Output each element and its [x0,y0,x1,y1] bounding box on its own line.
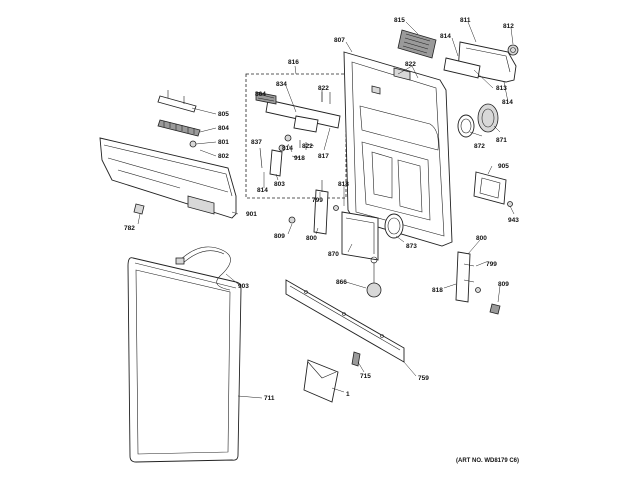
callout-812: 812 [503,23,514,30]
callout-805: 805 [218,111,229,118]
callout-799: 799 [312,197,323,204]
callout-labels: 815 811 812 807 814 816 822 813 834 814 … [124,17,519,402]
callout-901: 901 [246,211,257,218]
foot-809-right [489,303,501,315]
literature-packet [303,359,339,403]
callout-809: 809 [498,281,509,288]
callout-809: 809 [274,233,285,240]
keypad-strip [157,119,201,137]
callout-782: 782 [124,225,135,232]
callout-800: 800 [306,235,317,242]
foot-809-left [288,216,296,224]
callout-815: 815 [394,17,405,24]
callout-822: 822 [405,61,416,68]
callout-814: 814 [282,145,293,152]
callout-834: 834 [276,81,287,88]
dispenser-cap [507,44,519,56]
callout-943: 943 [508,217,519,224]
inner-door-panel [343,51,453,247]
rinse-aid-cap [477,103,499,133]
callout-871: 871 [496,137,507,144]
callout-813: 813 [496,85,507,92]
control-bracket [157,90,197,113]
callout-814: 814 [257,187,268,194]
callout-864: 864 [255,91,266,98]
callout-814: 814 [502,99,513,106]
callout-822: 822 [318,85,329,92]
callout-715: 715 [360,373,371,380]
callout-803: 803 [274,181,285,188]
leader-lines [137,21,515,399]
control-panel [99,137,237,219]
outer-door-panel [127,257,242,463]
callout-811: 811 [460,17,471,24]
dispenser-assembly [443,41,517,83]
callout-822: 822 [302,143,313,150]
bottom-bracket [285,279,405,363]
vent-duct [341,211,379,261]
callout-759: 759 [418,375,429,382]
screw-715 [351,351,361,367]
screw-801 [189,140,197,148]
callout-799: 799 [486,261,497,268]
callout-1: 1 [346,391,350,398]
art-number: (ART NO. WD8179 C6) [456,458,519,464]
door-latch [473,171,513,207]
vent-assembly [397,29,437,59]
callout-873: 873 [406,243,417,250]
callout-817: 817 [318,153,329,160]
callout-872: 872 [474,143,485,150]
callout-711: 711 [264,395,275,402]
callout-816: 816 [288,59,299,66]
callout-905: 905 [498,163,509,170]
cable-clip [133,203,145,215]
callout-866: 866 [336,279,347,286]
callout-870: 870 [328,251,339,258]
callout-818: 818 [338,181,349,188]
callout-818: 818 [432,287,443,294]
callout-918: 918 [294,155,305,162]
callout-814: 814 [440,33,451,40]
callout-801: 801 [218,139,229,146]
hinge-right [455,251,481,303]
callout-802: 802 [218,153,229,160]
callout-800: 800 [476,235,487,242]
hinge-left [313,180,339,235]
detergent-seal [384,213,404,239]
callout-837: 837 [251,139,262,146]
rinse-aid-ring [457,114,475,138]
wire-harness [175,246,231,291]
callout-804: 804 [218,125,229,132]
callout-903: 903 [238,283,249,290]
drain-valve [366,256,382,298]
callout-807: 807 [334,37,345,44]
